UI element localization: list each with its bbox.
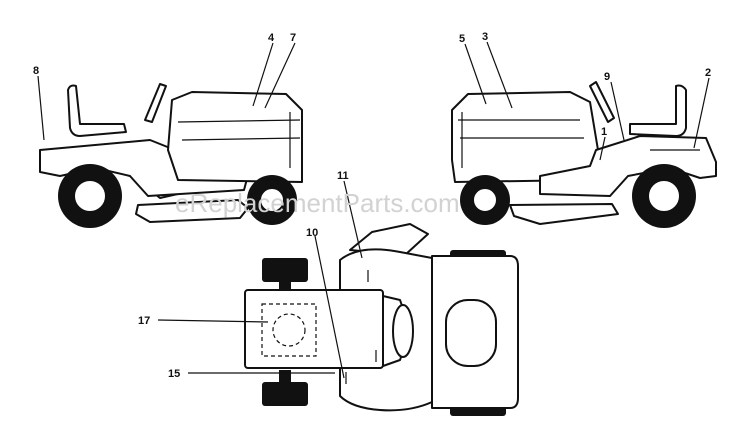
callout-8: 8 bbox=[33, 65, 39, 77]
callout-2: 2 bbox=[705, 67, 711, 79]
callout-1: 1 bbox=[601, 126, 607, 138]
callout-17: 17 bbox=[138, 315, 150, 327]
callout-4: 4 bbox=[268, 32, 275, 44]
top-view-tractor bbox=[244, 223, 519, 416]
callout-leader-lines bbox=[37, 41, 710, 379]
callout-10: 10 bbox=[306, 227, 318, 239]
callout-labels: 8 4 7 5 3 9 2 1 11 10 17 15 bbox=[33, 31, 711, 380]
watermark: eReplacementParts.com bbox=[175, 188, 460, 218]
callout-9: 9 bbox=[604, 71, 610, 83]
callout-5: 5 bbox=[459, 33, 465, 45]
left-side-view-tractor bbox=[39, 83, 303, 228]
right-side-view-tractor bbox=[451, 81, 717, 228]
callout-15: 15 bbox=[168, 368, 180, 380]
callout-7: 7 bbox=[290, 32, 296, 44]
callout-3: 3 bbox=[482, 31, 488, 43]
callout-11: 11 bbox=[337, 170, 349, 182]
